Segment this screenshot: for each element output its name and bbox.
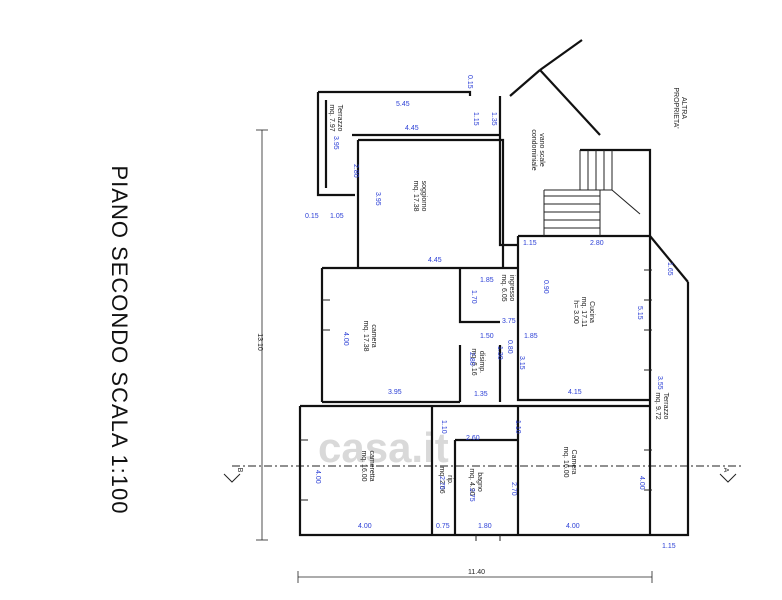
dim-label: 0.15 [305,213,319,220]
other-property-label: ALTRA PROPRIETA' [672,87,687,128]
room-label-camera-se: Camera mq. 16.00 [562,446,577,477]
other-property-line1: ALTRA [680,97,687,119]
room-name: Cucina [588,301,595,323]
plan-title: PIANO SECONDO SCALA 1:100 [107,165,132,514]
section-marker-b: B [236,468,243,473]
dim-label: 3.55 [656,376,663,390]
dim-label: 3.95 [332,136,339,150]
dim-label: 3.75 [502,318,516,325]
dim-label: 1.05 [330,213,344,220]
room-label-terrazzo-nw: Terrazzo mq. 7.97 [328,104,343,131]
stairs [543,150,641,236]
dim-label: 0.75 [436,523,450,530]
room-name: Terrazzo [662,393,669,420]
dim-label: 1.10 [440,420,447,434]
dim-label: 3.95 [388,389,402,396]
dim-label: 1.15 [472,112,479,126]
dim-label: 5.15 [636,306,643,320]
stair-label-line2: condominiale [530,129,537,170]
dim-label: 4.00 [566,523,580,530]
room-area: mq. 7.97 [328,104,335,131]
room-area: mq. 16.00 [360,450,367,481]
room-label-cameretta: cameretta mq. 16.00 [360,450,375,481]
room-label-camera-mid: camera mq. 17.38 [362,320,377,351]
room-label-soggiorno: soggiorno mq. 17.38 [412,180,427,211]
room-label-rip: rip. mq. 2.06 [438,466,453,493]
dim-label: 0.80 [506,340,513,354]
dim-label: 2.80 [468,352,475,366]
dim-label: 2.70 [510,482,517,496]
walls [298,39,690,537]
dim-label: 1.35 [474,391,488,398]
dim-label: 3.15 [518,356,525,370]
room-name: camera [370,324,377,347]
dim-label: 3.95 [374,192,381,206]
height-value: 13.10 [256,333,263,351]
window-markers [300,269,652,541]
dim-label: 4.00 [358,523,372,530]
dim-label: 4.45 [405,125,419,132]
dim-label: 1.70 [470,290,477,304]
dim-label: 5.45 [396,101,410,108]
room-label-ingresso: ingresso mq. 6.05 [500,274,515,301]
dim-label: 1.15 [523,240,537,247]
stair-label-line1: vano scale [538,133,545,167]
room-name: bagno [476,472,483,492]
overall-width-dimension: 11.40 [297,569,653,583]
dim-label: 0.15 [466,75,473,89]
room-name: ingresso [508,275,515,302]
dim-label: 1.35 [490,112,497,126]
room-area: mq. 17.11 [580,297,587,328]
dim-label: 1.65 [666,262,673,276]
width-value: 11.40 [468,569,485,576]
dim-label: 1.85 [480,277,494,284]
room-area: mq. 4.90 [468,468,475,495]
other-property-line2: PROPRIETA' [672,87,679,128]
room-area: mq. 17.38 [362,320,369,351]
room-name: disimp. [478,351,485,373]
overall-height-dimension: 13.10 [256,129,268,541]
room-area: mq. 9.72 [654,392,661,419]
dim-label: 1.80 [478,523,492,530]
dim-label: 1.15 [662,543,676,550]
room-name: Camera [570,450,577,475]
room-name: soggiorno [420,181,427,212]
dim-label: 2.80 [352,164,359,178]
dim-label: 4.15 [568,389,582,396]
room-label-disimpegno: disimp. mq. 6.16 [470,348,485,375]
dim-label: 4.00 [342,332,349,346]
dim-label: 1.85 [524,333,538,340]
room-area: mq. 6.05 [500,274,507,301]
section-line: B A [223,465,744,483]
room-label-cucina: Cucina mq. 17.11 h= 3.00 [572,297,595,328]
room-name: rip. [446,475,453,485]
dim-label: 2.80 [590,240,604,247]
dim-label: 0.90 [542,280,549,294]
dim-label: 4.45 [428,257,442,264]
dim-label: 4.00 [638,476,645,490]
dim-label: 1.50 [480,333,494,340]
dim-label: 1.30 [496,346,503,360]
room-height: h= 3.00 [572,300,579,324]
dim-label: 1.10 [514,420,521,434]
stair-label: vano scale condominiale [530,129,545,170]
room-label-bagno: bagno mq. 4.90 [468,468,483,495]
dim-label: 4.00 [314,470,321,484]
room-area: mq. 16.00 [562,446,569,477]
dim-label: 2.60 [466,435,480,442]
room-name: Terrazzo [336,105,343,132]
room-area: mq. 6.16 [470,348,477,375]
watermark: casa.it [318,424,449,471]
room-label-terrazzo-e: Terrazzo mq. 9.72 [654,392,669,419]
dim-label: 2.75 [438,476,445,490]
room-area: mq. 17.38 [412,180,419,211]
section-marker-a: A [722,468,729,473]
dim-label: 2.75 [468,488,475,502]
room-area: mq. 2.06 [438,466,445,493]
dimension-labels: 0.15 5.45 1.35 4.45 1.15 3.95 2.80 3.95 … [305,75,676,550]
room-name: cameretta [368,450,375,481]
